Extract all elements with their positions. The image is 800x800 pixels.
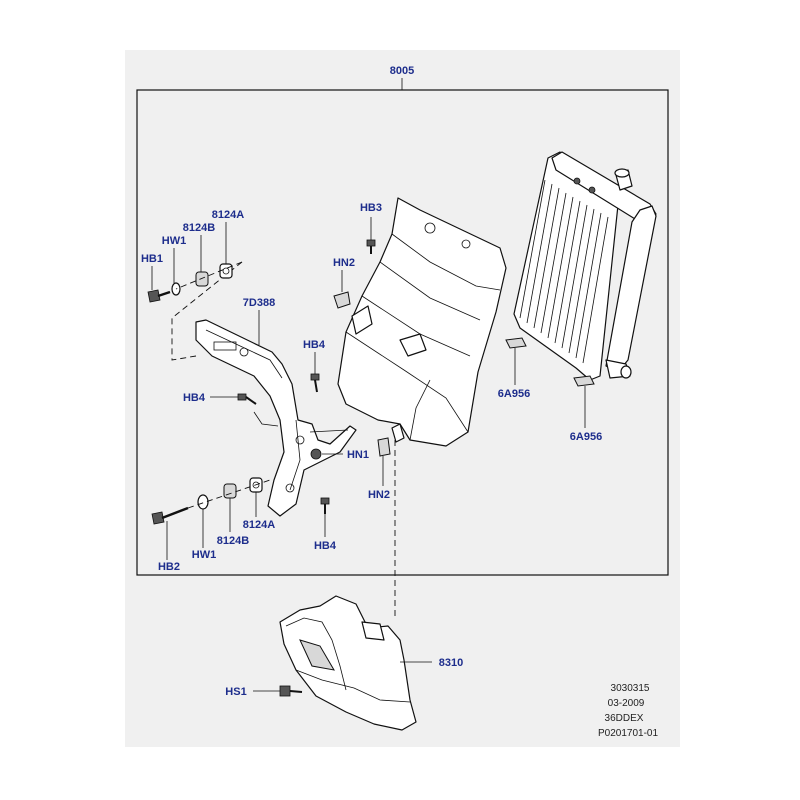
mounting-outline	[171, 261, 243, 361]
callout-hb4-left: HB4	[183, 392, 206, 404]
callout-7d388: 7D388	[243, 297, 275, 309]
reference-line-2: 03-2009	[608, 698, 645, 709]
axis-top	[175, 261, 243, 290]
callout-hb2: HB2	[158, 561, 180, 573]
callout-hb4-lower: HB4	[314, 540, 337, 552]
callout-8310: 8310	[439, 657, 463, 669]
callout-hw1-top: HW1	[162, 235, 186, 247]
lower-duct	[279, 595, 417, 731]
callout-6a956-upper: 6A956	[498, 388, 530, 400]
callout-8005: 8005	[390, 65, 414, 77]
callout-hn2-lower: HN2	[368, 489, 390, 501]
callout-8124a-bottom: 8124A	[243, 519, 275, 531]
rubber-mount-upper	[505, 337, 527, 349]
callout-8124b-bottom: 8124B	[217, 535, 249, 547]
bracket	[195, 319, 357, 517]
callout-8124a-top: 8124A	[212, 209, 244, 221]
reference-line-1: 3030315	[611, 683, 650, 694]
assembly-frame	[136, 89, 669, 576]
bolt-hb4-left	[237, 393, 257, 405]
hardware-stack-bottom	[151, 477, 271, 525]
callout-8124b-top: 8124B	[183, 222, 215, 234]
clip-hn2-top	[333, 291, 351, 309]
screw-hs1	[279, 685, 303, 697]
callout-hb3: HB3	[360, 202, 382, 214]
reference-line-3: 36DDEX	[605, 713, 644, 724]
oil-cooler	[513, 151, 657, 381]
hardware-stack-top	[147, 263, 233, 303]
bolt-hb4-upper	[310, 373, 320, 393]
bolt-hb4-lower	[320, 497, 330, 514]
callout-hn2-top: HN2	[333, 257, 355, 269]
callout-hb1: HB1	[141, 253, 163, 265]
rubber-mount-lower	[573, 375, 595, 387]
callout-hs1: HS1	[225, 686, 246, 698]
callout-hb4-upper: HB4	[303, 339, 326, 351]
reference-line-4: P0201701-01	[598, 728, 658, 739]
callout-6a956-lower: 6A956	[570, 431, 602, 443]
nut-hn1	[310, 448, 322, 460]
callout-hn1: HN1	[347, 449, 369, 461]
bolt-hb3	[366, 239, 376, 254]
air-duct	[337, 197, 507, 447]
clip-hn2-lower	[377, 437, 391, 457]
callout-hw1-bottom: HW1	[192, 549, 216, 561]
